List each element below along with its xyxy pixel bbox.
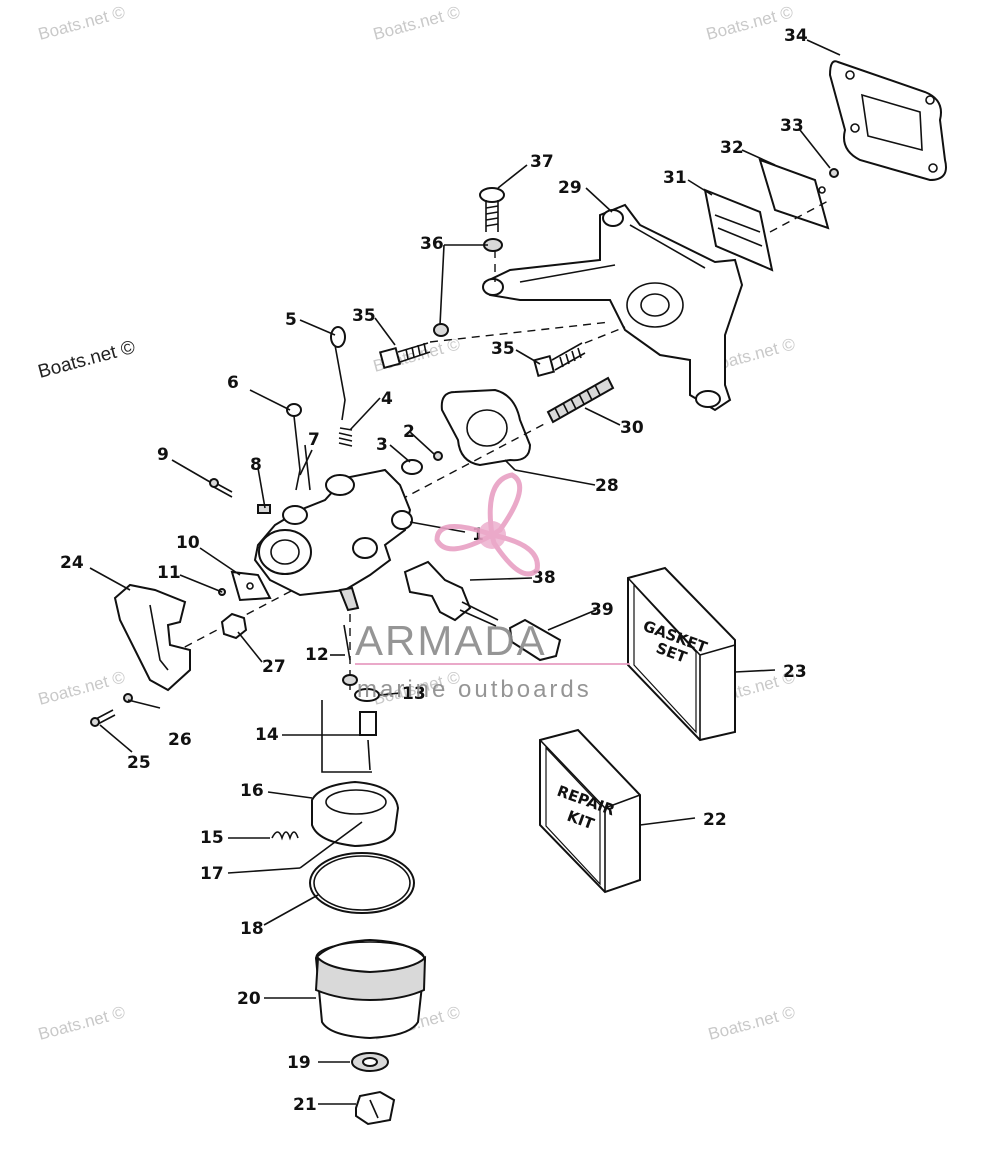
watermark-3: Boats.net ©	[704, 2, 795, 44]
spring-15	[271, 831, 299, 841]
screw-33	[829, 168, 839, 178]
choke-rod-5	[330, 326, 346, 421]
bracket-24	[113, 583, 191, 692]
callout-34: 34	[784, 26, 808, 46]
callout-15: 15	[200, 828, 224, 848]
screw-37	[479, 187, 505, 232]
pin-17	[299, 821, 363, 869]
screw-35-lower	[532, 342, 586, 378]
watermark-12: Boats.net ©	[706, 1002, 797, 1044]
spring-4	[338, 427, 353, 447]
intake-manifold-29	[482, 203, 744, 412]
watermark-10: Boats.net ©	[36, 1002, 127, 1044]
callout-12: 12	[305, 645, 329, 665]
callout-37: 37	[530, 152, 554, 172]
callout-10: 10	[176, 533, 200, 553]
lever-6	[286, 403, 302, 491]
callout-28: 28	[595, 476, 619, 496]
callout-26: 26	[168, 730, 192, 750]
float-16	[311, 780, 400, 848]
callout-36: 36	[420, 234, 444, 254]
callout-3: 3	[376, 435, 388, 455]
gasket-28	[440, 388, 532, 467]
bowl-20	[314, 938, 427, 1040]
float-valve-14	[359, 711, 377, 771]
callout-21: 21	[293, 1095, 317, 1115]
callout-39: 39	[590, 600, 614, 620]
plate-10	[230, 570, 272, 602]
watermark-7: Boats.net ©	[36, 667, 127, 709]
callout-8: 8	[250, 455, 262, 475]
gasket-18	[309, 852, 415, 914]
callout-7: 7	[308, 430, 320, 450]
callout-6: 6	[227, 373, 239, 393]
brand-name: ARMADA	[355, 617, 547, 664]
callout-2: 2	[403, 422, 415, 442]
jet-12	[342, 624, 358, 686]
reed-stop-32	[758, 158, 830, 230]
callout-33: 33	[780, 116, 804, 136]
propeller-logo	[434, 472, 540, 577]
callout-5: 5	[285, 310, 297, 330]
callout-20: 20	[237, 989, 261, 1009]
callout-29: 29	[558, 178, 582, 198]
repair-kit-box-22: REPAIR KIT	[539, 728, 641, 894]
stud-30	[546, 376, 615, 424]
brand-tagline: marine outboards	[357, 676, 592, 703]
fitting-39	[508, 618, 562, 662]
callout-14: 14	[255, 725, 279, 745]
screw-9	[209, 478, 233, 498]
callout-23: 23	[783, 662, 807, 682]
washer-36	[433, 238, 503, 337]
callout-38: 38	[532, 568, 556, 588]
reed-plate-31	[703, 188, 774, 272]
callout-27: 27	[262, 657, 286, 677]
callout-1: 1	[472, 525, 484, 545]
callout-17: 17	[200, 864, 224, 884]
washer-13	[354, 688, 380, 702]
callout-32: 32	[720, 138, 744, 158]
screw-35-upper	[378, 342, 431, 370]
callout-22: 22	[703, 810, 727, 830]
drain-screw-21	[355, 1090, 396, 1126]
callout-25: 25	[127, 753, 151, 773]
brand-watermark: ARMADA marine outboards	[355, 472, 630, 703]
callout-31: 31	[663, 168, 687, 188]
callout-19: 19	[287, 1053, 311, 1073]
callout-35-upper: 35	[352, 306, 376, 326]
nut-27	[220, 612, 248, 640]
watermark-4: Boats.net ©	[36, 337, 138, 383]
carburetor-body-1	[253, 468, 413, 612]
screw-2	[433, 451, 443, 461]
clip-7	[304, 444, 311, 491]
screw-25	[90, 709, 116, 727]
callout-13: 13	[402, 684, 426, 704]
callout-9: 9	[157, 445, 169, 465]
washer-19	[351, 1052, 389, 1072]
callout-4: 4	[381, 389, 393, 409]
leader-lines	[89, 39, 841, 1105]
watermark-1: Boats.net ©	[36, 2, 127, 44]
alignment-lines	[159, 199, 831, 690]
callout-16: 16	[240, 781, 264, 801]
watermark-2: Boats.net ©	[371, 2, 462, 44]
callout-30: 30	[620, 418, 644, 438]
callout-labels: 1 2 3 4 5 6 7 8 9 10 11 12 13 14 15 16 1…	[60, 26, 808, 1115]
gasket-set-box-23: GASKET SET	[627, 566, 736, 742]
callout-35-lower: 35	[491, 339, 515, 359]
needle-valve-38	[403, 560, 499, 627]
plate-3	[401, 459, 423, 475]
callout-11: 11	[157, 563, 181, 583]
callout-18: 18	[240, 919, 264, 939]
callout-24: 24	[60, 553, 84, 573]
gasket-34	[828, 60, 947, 182]
